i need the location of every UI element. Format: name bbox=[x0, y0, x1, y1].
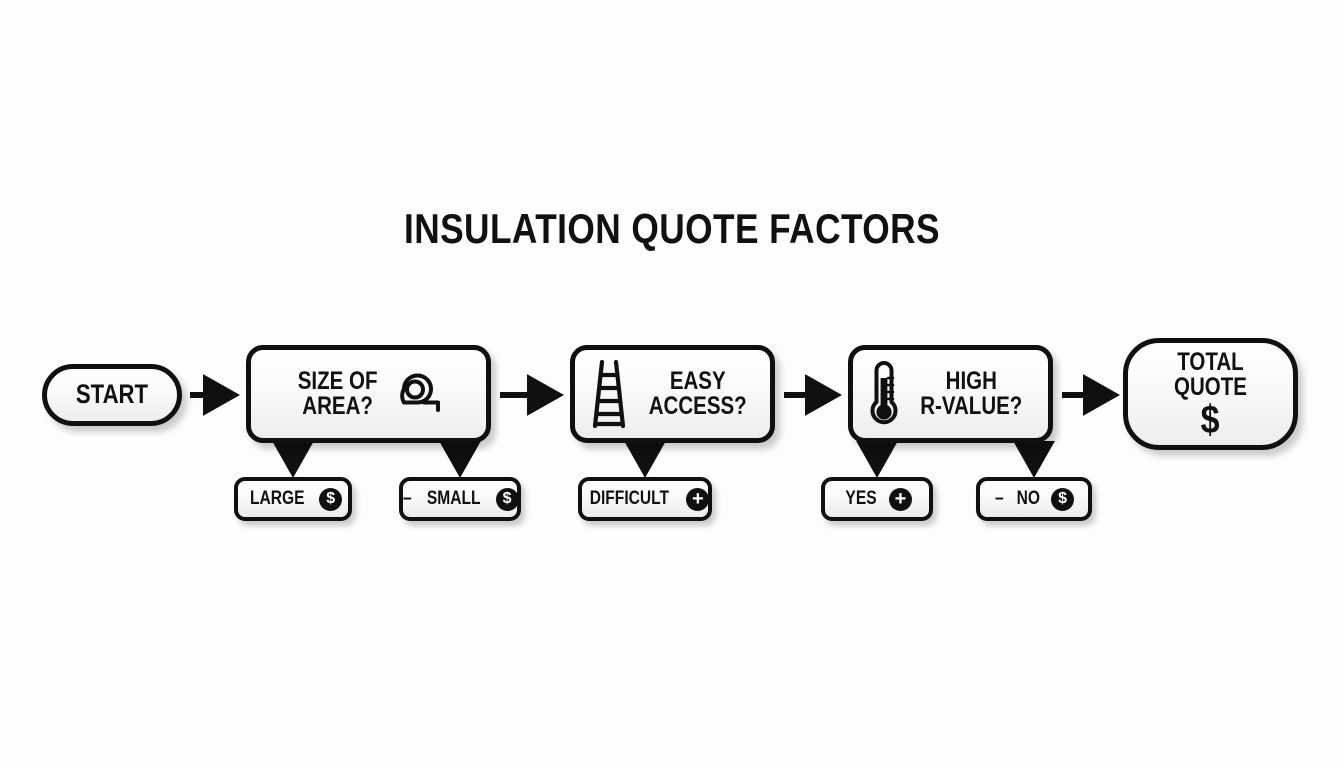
thermometer-icon bbox=[867, 358, 901, 430]
badge-no-label: NO bbox=[1016, 488, 1040, 509]
badge-small-label: SMALL bbox=[426, 488, 481, 509]
node-size-of-area[interactable]: SIZE OF AREA? bbox=[246, 345, 491, 443]
badge-no[interactable]: – NO $ bbox=[976, 477, 1092, 521]
badge-large[interactable]: LARGE $ bbox=[234, 477, 352, 521]
dollar-chip-icon: $ bbox=[319, 487, 343, 511]
node-total-quote[interactable]: TOTAL QUOTE $ bbox=[1123, 338, 1298, 450]
plus-chip-icon: + bbox=[889, 487, 913, 511]
badge-small[interactable]: – SMALL $ bbox=[399, 477, 521, 521]
badge-no-prefix: – bbox=[994, 488, 1004, 509]
node-easy-access-label: EASY ACCESS? bbox=[648, 366, 747, 420]
badge-large-label: LARGE bbox=[249, 488, 305, 509]
node-start[interactable]: START bbox=[42, 364, 182, 426]
dollar-chip-icon: $ bbox=[1051, 487, 1075, 511]
node-start-label: START bbox=[75, 379, 149, 410]
total-quote-amount: $ bbox=[1201, 397, 1220, 442]
tape-measure-icon bbox=[394, 367, 448, 421]
node-total-quote-label: TOTAL QUOTE bbox=[1174, 347, 1247, 401]
dollar-chip-icon: $ bbox=[495, 487, 519, 511]
badge-difficult[interactable]: DIFFICULT + bbox=[578, 477, 712, 521]
badge-yes-label: YES bbox=[845, 488, 877, 509]
node-easy-access[interactable]: EASY ACCESS? bbox=[570, 345, 775, 443]
node-high-r-value[interactable]: HIGH R-VALUE? bbox=[848, 345, 1053, 443]
ladder-icon bbox=[588, 358, 630, 430]
badge-small-prefix: – bbox=[402, 488, 412, 509]
badge-difficult-label: DIFFICULT bbox=[589, 488, 669, 509]
badge-yes[interactable]: YES + bbox=[821, 477, 933, 521]
node-high-r-value-label: HIGH R-VALUE? bbox=[920, 366, 1023, 420]
plus-chip-icon: + bbox=[686, 487, 710, 511]
page-title: INSULATION QUOTE FACTORS bbox=[403, 205, 941, 252]
node-size-of-area-label: SIZE OF AREA? bbox=[297, 366, 378, 420]
